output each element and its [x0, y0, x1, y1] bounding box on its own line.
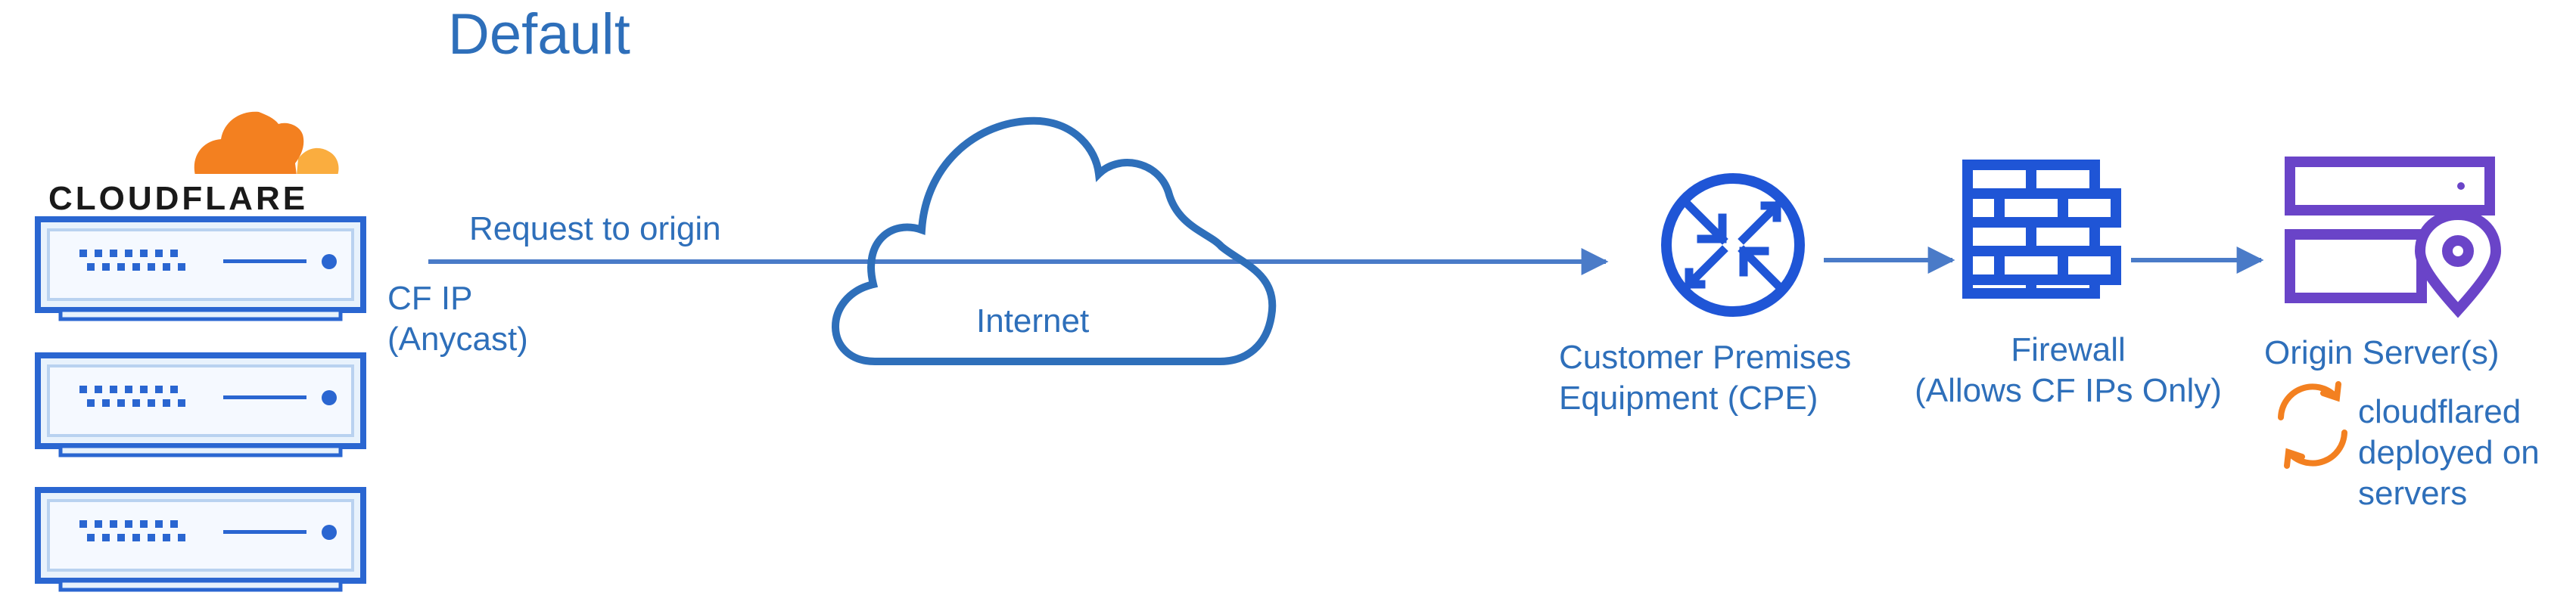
- server-rack-1: [38, 219, 363, 319]
- internet-label: Internet: [976, 302, 1090, 340]
- server-rack-2: [38, 355, 363, 455]
- server-rack-3: [38, 490, 363, 590]
- firewall-label: Firewall (Allows CF IPs Only): [1906, 330, 2231, 411]
- firewall-line1: Firewall: [2011, 331, 2126, 368]
- brick-wall-icon: [1962, 160, 2121, 299]
- cpe-line2: Equipment (CPE): [1559, 380, 1818, 417]
- cloudflared-line3: servers: [2358, 475, 2468, 512]
- cloudflare-logo-icon: [194, 111, 342, 178]
- cpe-label: Customer Premises Equipment (CPE): [1559, 337, 1851, 419]
- origin-server-location-icon: [2285, 157, 2502, 318]
- router-icon: [1661, 173, 1805, 317]
- cloudflared-line2: deployed on: [2358, 434, 2540, 471]
- diagram-title: Default: [448, 2, 630, 67]
- internet-cloud-icon: [832, 116, 1277, 365]
- cloudflare-wordmark: CLOUDFLARE: [48, 180, 309, 217]
- cf-ip-line2: (Anycast): [387, 321, 528, 358]
- cpe-line1: Customer Premises: [1559, 339, 1852, 376]
- cf-ip-label: CF IP (Anycast): [387, 278, 528, 360]
- firewall-line2: (Allows CF IPs Only): [1915, 372, 2222, 409]
- origin-label: Origin Server(s): [2264, 334, 2500, 371]
- cf-ip-line1: CF IP: [387, 280, 473, 317]
- cloudflared-label: cloudflared deployed on servers: [2358, 392, 2540, 514]
- cloudflared-line1: cloudflared: [2358, 393, 2522, 430]
- request-label: Request to origin: [469, 210, 721, 247]
- sync-arrows-icon: [2278, 381, 2347, 469]
